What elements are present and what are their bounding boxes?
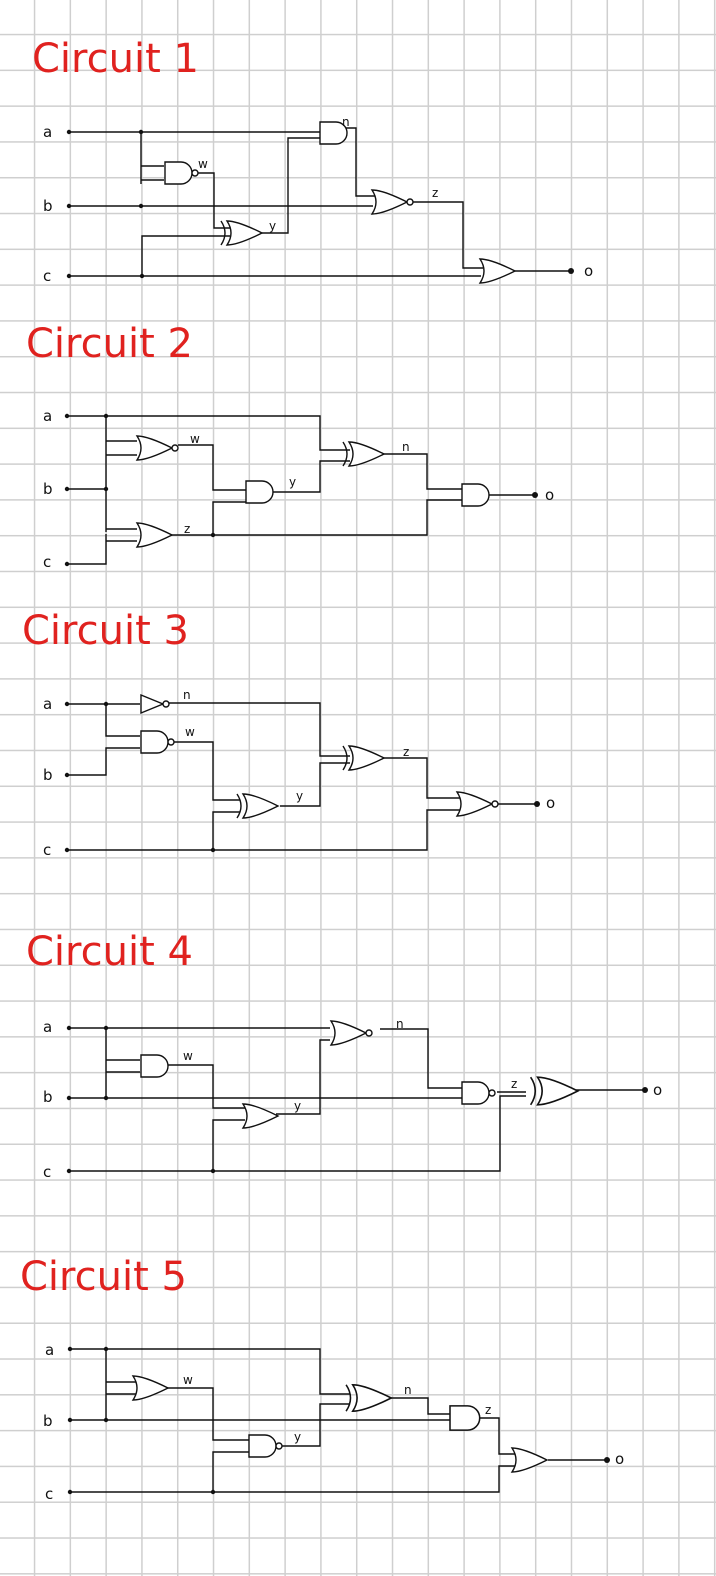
input-label-c: c [43,841,51,859]
nor-gate [371,189,414,215]
gate-output-label-w: w [198,157,208,171]
input-label-a: a [43,695,52,713]
input-label-c: c [45,1485,53,1503]
and-gate [245,480,274,504]
gate-output-label-z: z [511,1077,517,1091]
nor-gate [330,1020,373,1046]
gate-output-label-z: z [485,1403,491,1417]
nor-gate [456,791,499,817]
input-label-c: c [43,1163,51,1181]
gate-output-label-y: y [294,1099,301,1113]
gate-output-label-w: w [185,725,195,739]
or-gate [479,258,516,284]
nand-gate [248,1434,283,1458]
junction-dots [66,1025,648,1174]
gate-output-label-z: z [403,745,409,759]
output-label: o [546,794,555,812]
wires [69,1027,645,1172]
gate-output-label-w: w [183,1049,193,1063]
input-label-a: a [45,1341,54,1359]
input-label-a: a [43,407,52,425]
circuit-title: Circuit 2 [26,321,193,367]
not-gate [140,694,170,714]
circuit-4: Circuit 4 a b c w n y z o [26,929,662,1181]
circuit-title: Circuit 4 [26,929,193,975]
wires [67,415,535,565]
junction-dots [64,701,540,853]
or-gate [242,1103,279,1129]
input-label-b: b [43,480,53,498]
gate-output-label-y: y [294,1430,301,1444]
input-label-b: b [43,1412,53,1430]
or-gate [136,522,173,548]
input-label-a: a [43,1018,52,1036]
circuit-3: Circuit 3 a b c n w y z o [22,608,555,859]
gate-output-label-w: w [183,1373,193,1387]
xor-gate [529,1076,579,1106]
output-label: o [615,1450,624,1468]
and-gate [140,1054,169,1078]
input-label-c: c [43,553,51,571]
gate-output-label-y: y [296,789,303,803]
nand-gate [164,161,199,185]
output-label: o [584,262,593,280]
circuit-2: Circuit 2 a b c w z y n o [26,321,554,571]
or-gate [132,1375,169,1401]
output-label: o [653,1081,662,1099]
junction-dots [66,129,574,279]
circuit-title: Circuit 3 [22,608,189,654]
gate-output-label-w: w [190,432,200,446]
input-label-c: c [43,267,51,285]
gate-output-label-z: z [432,186,438,200]
and-gate [449,1405,481,1431]
gate-output-label-y: y [269,219,276,233]
circuit-title: Circuit 5 [20,1254,187,1300]
gate-output-label-n: n [404,1383,412,1397]
gate-output-label-n: n [402,440,410,454]
junction-dots [67,1346,610,1495]
circuit-1: Circuit 1 a b c w y n z o [32,36,593,285]
gate-output-label-z: z [184,522,190,536]
nor-gate [136,435,179,461]
circuit-5: Circuit 5 a b c w y n z o [20,1254,624,1503]
or-gate [511,1447,548,1473]
input-label-a: a [43,123,52,141]
nand-gate [461,1081,496,1105]
junction-dots [64,413,538,567]
wires [69,127,571,277]
input-label-b: b [43,1088,53,1106]
nand-gate [140,730,175,754]
xor-gate [342,745,385,771]
xor-gate [342,441,385,467]
wires [70,1348,607,1493]
circuit-title: Circuit 1 [32,36,199,82]
xor-gate [236,793,279,819]
gate-output-label-n: n [183,688,191,702]
xor-gate [345,1384,392,1412]
and-gate [461,483,490,507]
gate-output-label-n: n [396,1017,404,1031]
gate-output-label-y: y [289,475,296,489]
xor-gate [220,220,263,246]
gate-output-label-n: n [342,115,350,129]
input-label-b: b [43,197,53,215]
input-label-b: b [43,766,53,784]
output-label: o [545,486,554,504]
wires [67,702,537,851]
